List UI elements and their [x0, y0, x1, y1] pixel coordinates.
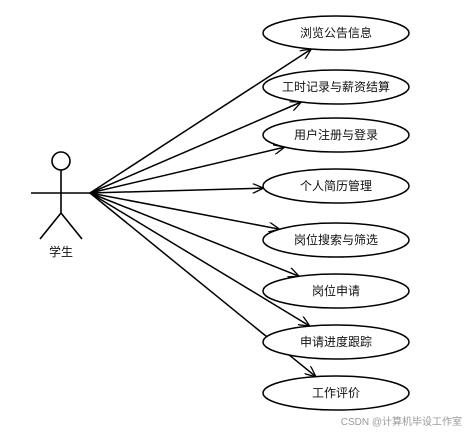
use-case: 岗位申请 [262, 273, 410, 309]
use-case-label: 个人简历管理 [300, 178, 372, 193]
use-case-label: 申请进度跟踪 [300, 334, 372, 349]
use-case: 用户注册与登录 [262, 117, 410, 153]
association-arrow [89, 192, 280, 229]
use-case: 个人简历管理 [262, 168, 410, 204]
use-case-ellipse [262, 117, 410, 153]
association-arrow [89, 188, 264, 194]
association-arrow [89, 102, 301, 194]
use-case: 申请进度跟踪 [262, 324, 410, 360]
watermark: CSDN @计算机毕设工作室 [341, 415, 462, 428]
actor-student: 学生 [31, 151, 90, 259]
use-case-ellipse [262, 222, 410, 258]
use-case-ellipse [262, 273, 410, 309]
use-case-label: 岗位申请 [312, 283, 360, 298]
use-case-label: 工时记录与薪资结算 [282, 79, 390, 94]
use-cases: 浏览公告信息工时记录与薪资结算用户注册与登录个人简历管理岗位搜索与筛选岗位申请申… [262, 15, 410, 411]
use-case-label: 工作评价 [312, 386, 360, 400]
use-case: 工时记录与薪资结算 [262, 69, 410, 105]
use-case: 工作评价 [262, 375, 410, 411]
association-arrow [89, 147, 285, 194]
use-case-label: 浏览公告信息 [300, 25, 372, 40]
association-arrow [89, 192, 299, 276]
actor-label: 学生 [49, 244, 73, 259]
use-case-ellipse [262, 168, 410, 204]
use-case-ellipse [262, 324, 410, 360]
actor-head [51, 151, 71, 171]
actor-left-leg [39, 212, 62, 240]
association-arrow [89, 49, 311, 194]
actor-right-leg [60, 212, 83, 240]
use-case-label: 用户注册与登录 [294, 127, 378, 142]
use-case-ellipse [262, 15, 410, 51]
use-case-label: 岗位搜索与筛选 [294, 232, 378, 247]
use-case-ellipse [262, 69, 410, 105]
association-arrow [89, 192, 310, 326]
use-case: 岗位搜索与筛选 [262, 222, 410, 258]
use-case: 浏览公告信息 [262, 15, 410, 51]
use-case-ellipse [262, 375, 410, 411]
